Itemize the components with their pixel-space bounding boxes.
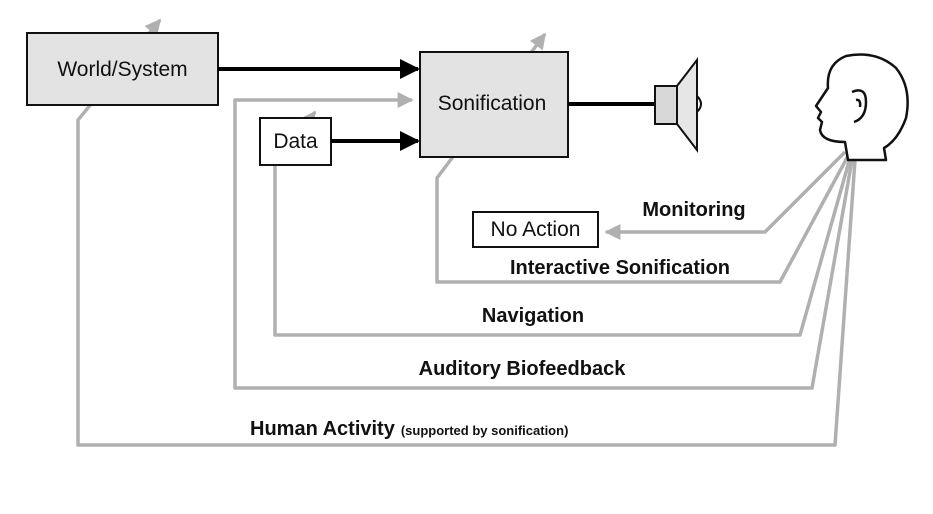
auditory-biofeedback-loop	[233, 92, 854, 390]
monitoring-loop	[604, 150, 847, 240]
auditory-biofeedback-label: Auditory Biofeedback	[419, 358, 627, 380]
human-activity-label: Human Activity (supported by sonification…	[250, 418, 568, 440]
no-action-label: No Action	[491, 218, 581, 241]
listener-head-icon	[814, 53, 909, 162]
monitoring-label: Monitoring	[642, 199, 745, 221]
navigation-label: Navigation	[482, 305, 584, 327]
no-action-node: No Action	[472, 211, 599, 248]
sonification-node: Sonification	[419, 51, 569, 158]
data-label: Data	[273, 130, 318, 153]
human-activity-note: (supported by sonification)	[401, 423, 569, 438]
world-system-label: World/System	[57, 58, 187, 81]
data-flow-arrows	[218, 59, 655, 151]
world-system-node: World/System	[26, 32, 219, 106]
sonification-label: Sonification	[438, 92, 547, 115]
speaker-icon	[654, 57, 702, 153]
interactive-sonification-label: Interactive Sonification	[510, 257, 730, 279]
data-node: Data	[259, 117, 332, 166]
human-activity-title: Human Activity	[250, 418, 396, 440]
